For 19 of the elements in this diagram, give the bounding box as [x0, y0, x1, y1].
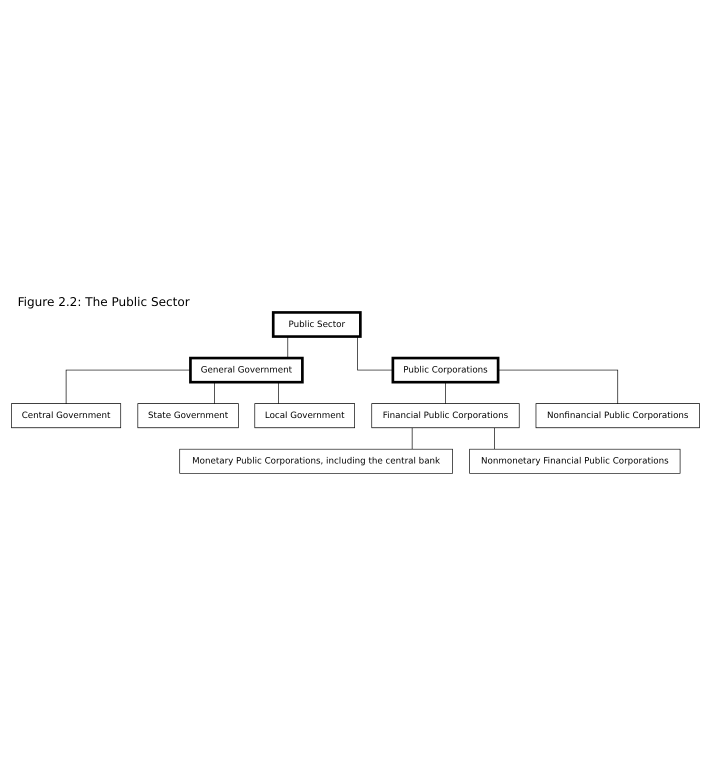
node-box: Monetary Public Corporations, including the central bank	[179, 448, 453, 474]
connector	[214, 382, 215, 404]
connector	[287, 336, 288, 358]
connector	[498, 370, 618, 404]
node-box: Public Sector	[272, 311, 362, 338]
node-box: General Government	[189, 356, 304, 384]
node-box: State Government	[137, 403, 239, 428]
node-box: Public Corporations	[392, 356, 500, 384]
node-box: Nonmonetary Financial Public Corporations	[469, 448, 680, 474]
connector	[357, 336, 394, 370]
connector	[278, 382, 279, 404]
diagram-title: Figure 2.2: The Public Sector	[18, 295, 190, 310]
node-box: Financial Public Corporations	[371, 403, 520, 428]
node-box: Local Government	[254, 403, 355, 428]
connector	[66, 370, 191, 404]
connector	[445, 382, 446, 404]
node-box: Nonfinancial Public Corporations	[536, 403, 700, 428]
connector	[494, 428, 495, 450]
node-box: Central Government	[11, 403, 122, 428]
